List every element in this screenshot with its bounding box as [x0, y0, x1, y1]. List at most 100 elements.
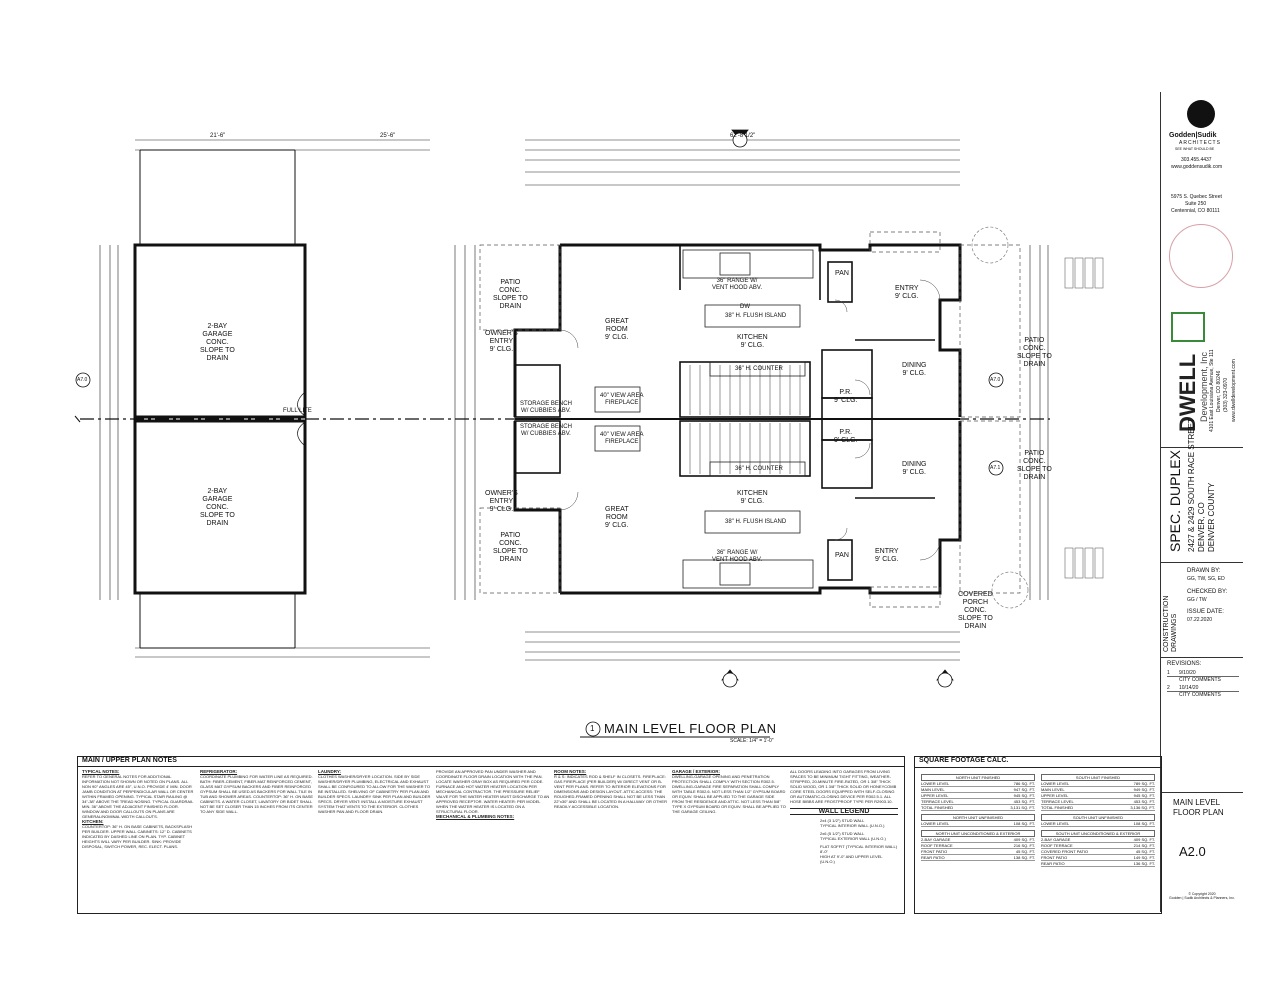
notes-column: ROOM NOTES:R & S: INDICATES ROD & SHELF … — [554, 769, 669, 809]
notes-head: GARAGE / EXTERIOR: — [672, 769, 721, 774]
sqft-title: SQUARE FOOTAGE CALC. — [915, 757, 1161, 768]
sqft-label: ROOF TERRACE — [921, 843, 953, 848]
notes-text: R & S: INDICATES ROD & SHELF IN CLOSETS.… — [554, 774, 667, 809]
room-owners-entry-bottom: OWNER'S ENTRY 9' CLG. — [485, 490, 518, 513]
sqft-value: 214 SQ. FT. — [1133, 843, 1155, 848]
sqft-value: 149 SQ. FT. — [1133, 855, 1155, 860]
sqft-group-header: SOUTH UNIT UNFINISHED — [1041, 814, 1155, 821]
revision-date: 9/10/20 — [1179, 670, 1196, 676]
notes-column: LAUNDRY:CLOTHES WASHER/DRYER LOCATION. S… — [318, 769, 433, 814]
sqft-value: 453 SQ. FT. — [1133, 799, 1155, 804]
full-lite-callout: FULL LITE — [283, 408, 312, 414]
sqft-group-header: NORTH UNIT UNCONDITIONED & EXTERIOR — [921, 830, 1035, 837]
sqft-label: UPPER LEVEL — [921, 793, 949, 798]
range-callout-top: 36" RANGE W/ VENT HOOD ABV. — [712, 278, 763, 291]
drawing-title: MAIN LEVEL FLOOR PLAN — [604, 721, 777, 736]
revision-desc: CITY COMMENTS — [1179, 692, 1221, 698]
sqft-label: FRONT PATIO — [1041, 855, 1068, 860]
room-covered-porch: COVERED PORCH CONC. SLOPE TO DRAIN — [958, 591, 993, 630]
firm-logo-icon — [1187, 100, 1215, 128]
revision-num: 2 — [1167, 685, 1170, 691]
dishwasher-callout: DW — [740, 304, 750, 310]
sqft-value: 947 SQ. FT. — [1013, 787, 1035, 792]
wall-legend-item: 2x6 (5 1/2") STUD WALL TYPICAL EXTERIOR … — [820, 831, 886, 841]
sqft-label: COVERED FRONT PATIO — [1041, 849, 1089, 854]
sqft-label: TERRACE LEVEL — [1041, 799, 1074, 804]
overall-dimension-top: 62'-8 1/2" — [730, 133, 756, 139]
room-garage-top: 2-BAY GARAGE CONC. SLOPE TO DRAIN — [200, 323, 235, 362]
range-callout-bottom: 36" RANGE W/ VENT HOOD ABV. — [712, 550, 763, 563]
room-dining-bottom: DINING 9' CLG. — [902, 461, 927, 476]
notes-text: PROVIDE AN APPROVED PAN UNDER WASHER AND… — [436, 769, 550, 814]
sqft-value: 45 SQ. FT. — [1015, 849, 1035, 854]
room-kitchen-bottom: KITCHEN 9' CLG. — [737, 490, 768, 505]
sqft-label: UPPER LEVEL — [1041, 793, 1069, 798]
sqft-value: 108 SQ. FT. — [1133, 821, 1155, 826]
sqft-value: 409 SQ. FT. — [1013, 837, 1035, 842]
project-name: SPEC. DUPLEX — [1167, 450, 1183, 552]
room-pantry-top: PAN — [835, 270, 849, 277]
sqft-value: 949 SQ. FT. — [1133, 787, 1155, 792]
sqft-value: 786 SQ. FT. — [1013, 781, 1035, 786]
room-patio-left-top: PATIO CONC. SLOPE TO DRAIN — [493, 279, 528, 310]
room-patio-left-bottom: PATIO CONC. SLOPE TO DRAIN — [493, 532, 528, 563]
sqft-label: 2-BAY GARAGE — [1041, 837, 1071, 842]
sqft-value: 453 SQ. FT. — [1013, 799, 1035, 804]
sqft-label: MAIN LEVEL — [1041, 787, 1065, 792]
sqft-value: 108 SQ. FT. — [1013, 821, 1035, 826]
sqft-value: 45 SQ. FT. — [1135, 849, 1155, 854]
builder-sub: Development, Inc — [1199, 351, 1209, 422]
plan-notes-panel: MAIN / UPPER PLAN NOTES TYPICAL NOTES:RE… — [77, 756, 905, 914]
firm-web: www.goddensudik.com — [1171, 164, 1223, 170]
storage-callout-bottom: STORAGE BENCH W/ CUBBIES ABV. — [520, 424, 572, 437]
notes-head: TYPICAL NOTES: — [82, 769, 120, 774]
sqft-label: TOTAL FINISHED — [1041, 805, 1074, 810]
notes-text: COORDINATE PLUMBING FOR WATER LINE AS RE… — [200, 774, 314, 814]
firm-phone: 303.455.4437 — [1181, 157, 1212, 163]
sqft-row: TERRACE LEVEL 453 SQ. FT. — [1041, 799, 1155, 805]
sheet-title: MAIN LEVEL FLOOR PLAN — [1173, 798, 1224, 817]
sqft-group-header: NORTH UNIT FINISHED — [921, 774, 1035, 781]
sqft-label: TERRACE LEVEL — [921, 799, 954, 804]
section-tag-2: A7.0 — [990, 377, 1001, 383]
title-block: Godden|Sudik ARCHITECTS SEE WHAT SHOULD … — [1160, 92, 1243, 912]
section-tag-3: A7.1 — [990, 465, 1001, 471]
sqft-row: COVERED FRONT PATIO 45 SQ. FT. — [1041, 849, 1155, 855]
room-dining-top: DINING 9' CLG. — [902, 362, 927, 377]
notes-head: LAUNDRY: — [318, 769, 341, 774]
revision-num: 1 — [1167, 670, 1170, 676]
notes-head: KITCHEN: — [82, 819, 104, 824]
counter-callout-bottom: 36" H. COUNTER — [735, 466, 783, 472]
drawn-by: GG, TW, SG, ED — [1187, 576, 1225, 582]
overall-dimension-left: 21'-6" — [210, 133, 226, 139]
square-footage-panel: SQUARE FOOTAGE CALC. NORTH UNIT FINISHED… — [914, 756, 1162, 914]
sqft-label: REAR PATIO — [921, 855, 945, 860]
counter-callout-top: 36" H. COUNTER — [735, 366, 783, 372]
room-entry-bottom: ENTRY 9' CLG. — [875, 548, 899, 563]
sqft-value: 789 SQ. FT. — [1133, 781, 1155, 786]
firm-addr1: 5975 S. Quebec Street — [1171, 194, 1222, 200]
notes-head: REFRIGERATOR: — [200, 769, 238, 774]
copyright: © Copyright 2020 Godden | Sudik Architec… — [1169, 892, 1235, 900]
section-tag-4: A7.0 — [724, 677, 735, 683]
notes-text: COUNTERTOP: 36" H. ON BASE CABINETS, BAC… — [82, 824, 192, 849]
notes-text: REFER TO GENERAL NOTES FOR ADDITIONAL IN… — [82, 774, 194, 819]
notes-text: CLOTHES WASHER/DRYER LOCATION. SIDE BY S… — [318, 774, 431, 814]
sqft-group-header: NORTH UNIT UNFINISHED — [921, 814, 1035, 821]
room-powder-bottom: P.R. 9' CLG. — [834, 429, 858, 444]
notes-column: ALL DOORS LEADING INTO GARAGES FROM LIVI… — [790, 769, 898, 864]
section-tag-1: A7.0 — [77, 377, 88, 383]
issue-date: 07.22.2020 — [1187, 617, 1213, 623]
fireplace-callout-bottom: 40" VIEW AREA FIREPLACE — [600, 432, 644, 445]
room-great-room-bottom: GREAT ROOM 9' CLG. — [605, 506, 629, 529]
